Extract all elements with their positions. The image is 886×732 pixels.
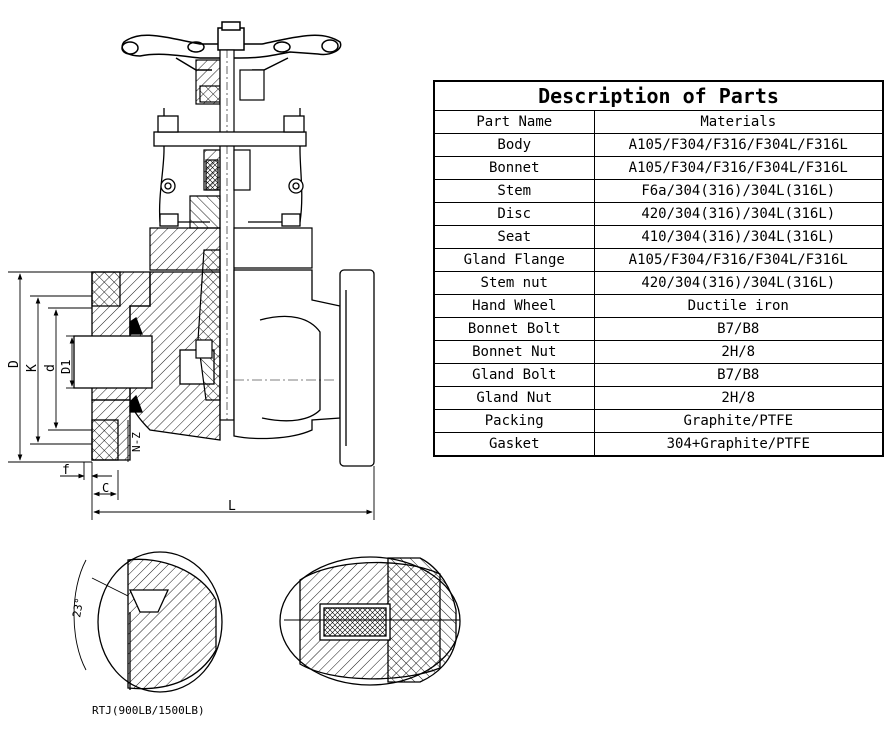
part-name: Disc <box>433 202 595 226</box>
rtj-caption: RTJ(900LB/1500LB) <box>92 704 205 717</box>
part-material: 420/304(316)/304L(316L) <box>593 271 885 295</box>
part-material: A105/F304/F316/F304L/F316L <box>593 248 885 272</box>
part-name: Body <box>433 133 595 157</box>
column-header-materials: Materials <box>593 110 885 134</box>
rtj-detail: 23° <box>70 551 223 693</box>
dim-d-label: d <box>43 364 58 372</box>
stem-nut <box>195 59 265 105</box>
dimension-lines <box>8 271 375 520</box>
part-name: Gland Bolt <box>433 363 595 387</box>
table-header-row: Part Name Materials <box>433 110 885 134</box>
rtj-angle-label: 23° <box>70 597 86 619</box>
parts-table: Description of Parts Part Name Materials… <box>432 80 885 457</box>
part-material: B7/B8 <box>593 363 885 387</box>
table-title: Description of Parts <box>432 80 885 111</box>
gasket-detail <box>279 556 461 686</box>
part-name: Bonnet <box>433 156 595 180</box>
part-material: 410/304(316)/304L(316L) <box>593 225 885 249</box>
part-material: 2H/8 <box>593 340 885 364</box>
part-name: Hand Wheel <box>433 294 595 318</box>
part-material: F6a/304(316)/304L(316L) <box>593 179 885 203</box>
yoke <box>153 108 307 227</box>
dim-D1-label: D1 <box>59 360 73 374</box>
part-material: A105/F304/F316/F304L/F316L <box>593 133 885 157</box>
dim-K-label: K <box>25 364 40 372</box>
column-header-part-name: Part Name <box>433 110 595 134</box>
dim-D-label: D <box>7 360 22 368</box>
stem <box>219 49 235 421</box>
part-material: Graphite/PTFE <box>593 409 885 433</box>
part-name: Seat <box>433 225 595 249</box>
part-name: Bonnet Bolt <box>433 317 595 341</box>
valve-body-exterior <box>233 269 375 467</box>
part-material: B7/B8 <box>593 317 885 341</box>
dim-NZ-label: N-Z <box>130 432 143 452</box>
part-name: Bonnet Nut <box>433 340 595 364</box>
part-name: Packing <box>433 409 595 433</box>
dim-C-label: C <box>102 481 109 495</box>
dimension-labels: D K d D1 N-Z f C L <box>7 360 236 514</box>
part-name: Stem <box>433 179 595 203</box>
dim-L-label: L <box>228 499 236 514</box>
part-name: Gland Flange <box>433 248 595 272</box>
part-name: Gasket <box>433 432 595 457</box>
valve-body-section <box>73 271 221 461</box>
bonnet <box>149 149 313 271</box>
hand-wheel <box>121 21 342 71</box>
part-material: 304+Graphite/PTFE <box>593 432 885 457</box>
disc <box>195 249 221 401</box>
part-material: Ductile iron <box>593 294 885 318</box>
part-material: 2H/8 <box>593 386 885 410</box>
part-material: 420/304(316)/304L(316L) <box>593 202 885 226</box>
part-name: Gland Nut <box>433 386 595 410</box>
part-material: A105/F304/F316/F304L/F316L <box>593 156 885 180</box>
dim-f-label: f <box>62 463 70 478</box>
part-name: Stem nut <box>433 271 595 295</box>
